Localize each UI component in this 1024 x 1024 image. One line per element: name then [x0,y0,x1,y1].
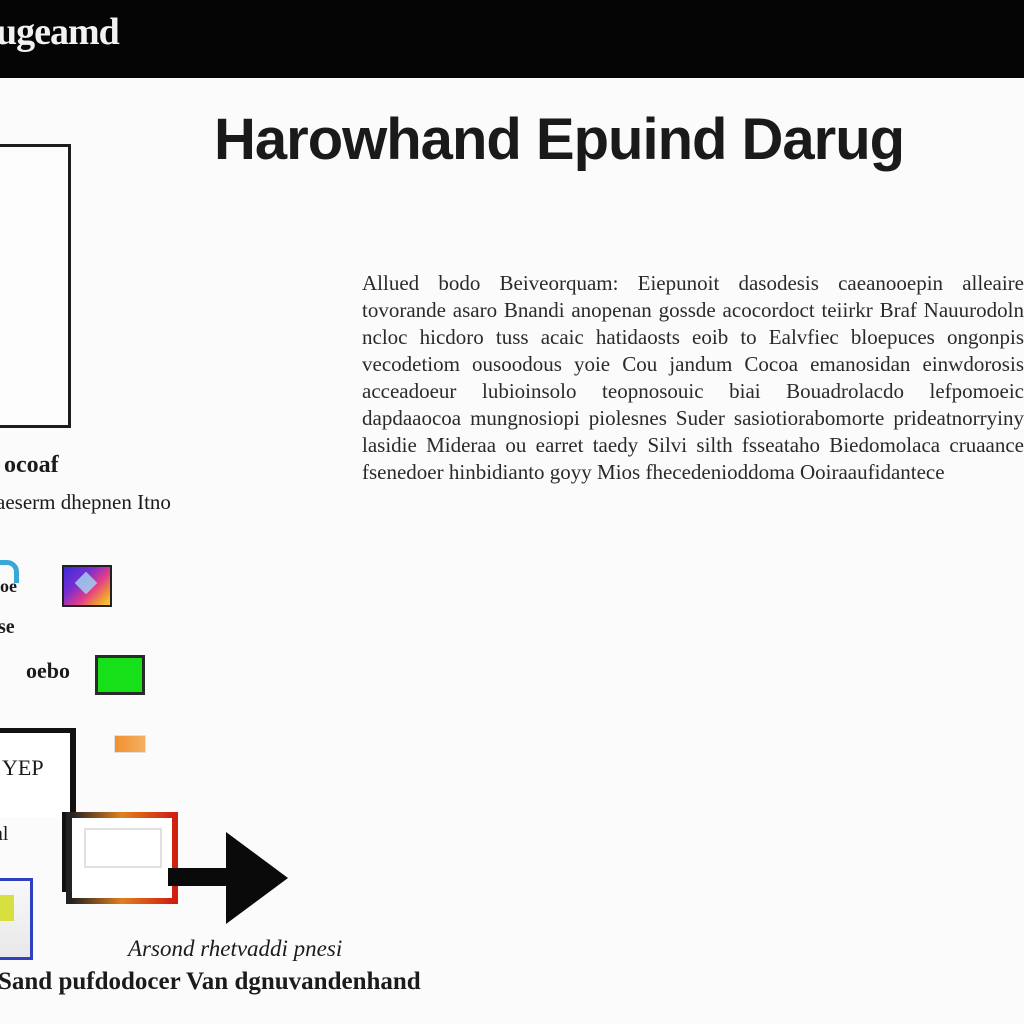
process-box-inner [84,828,162,868]
step-sublabel: al [0,823,9,845]
arrow-shaft [168,868,232,886]
arrow-right-icon [226,832,288,924]
photo-icon[interactable] [62,565,112,607]
sidebar-label-5: oebo [26,658,70,683]
description-paragraph: Allued bodo Beiveorquam: Eiepunoit dasod… [362,271,1024,484]
flow-caption-1: Arsond rhetvaddi pnesi [128,936,343,961]
step-box[interactable]: YEP al [0,728,76,845]
green-block-icon[interactable] [95,655,145,695]
preview-panel [0,144,71,428]
orange-swatch-icon [114,735,146,753]
sidebar-label-3: oe [0,576,17,596]
flow-caption-2: Sand pufdodocer Van dgnuvandenhand [0,968,421,995]
sidebar-label-2: aeserm dhepnen Itno [0,490,171,514]
sidebar-label-4: se [0,616,15,638]
process-box[interactable] [66,812,178,904]
top-bar: ugeamd [0,0,1024,78]
cloud-icon [0,560,19,583]
step-label: YEP [2,755,44,780]
app-title: ugeamd [0,11,120,53]
page-title: Harowhand Epuind Darug [214,107,905,172]
document-icon [0,878,33,960]
sidebar-label-1: ocoaf [4,452,59,478]
